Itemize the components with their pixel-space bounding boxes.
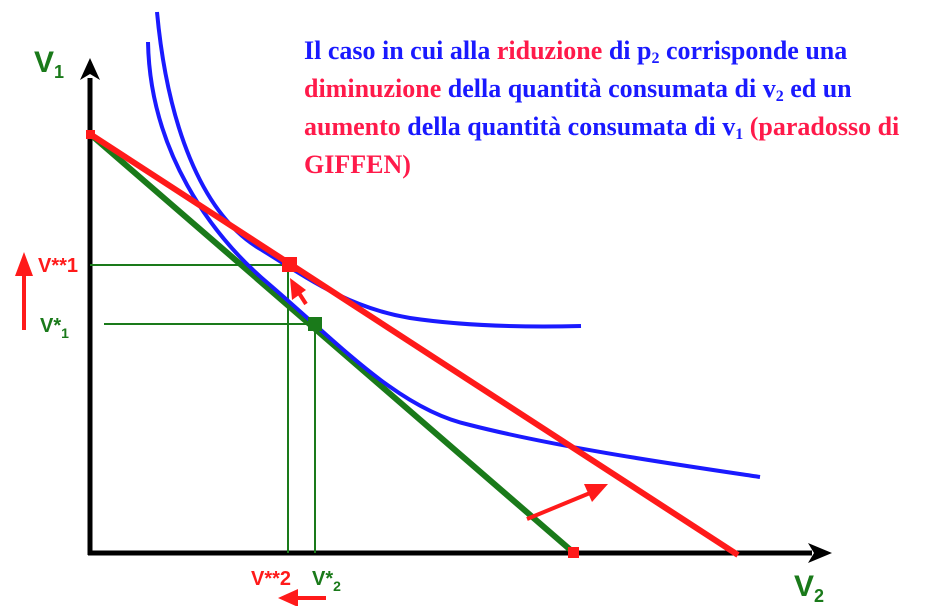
diagram-caption: Il caso in cui alla riduzione di p2 corr… xyxy=(304,36,900,179)
y-axis-arrowhead xyxy=(80,58,100,80)
red-arrows xyxy=(15,252,608,606)
new-equilibrium-point xyxy=(282,257,297,272)
new-budget-intercept-marker xyxy=(86,130,95,139)
original-budget-line xyxy=(88,131,576,556)
x-axis-arrowhead xyxy=(808,543,832,563)
v1-old-label: V*1 xyxy=(40,315,69,341)
guide-lines xyxy=(90,264,316,553)
v1-new-label: V**1 xyxy=(38,255,78,277)
original-equilibrium-point xyxy=(308,317,322,331)
indifference-curve-lower xyxy=(146,41,761,479)
v2-old-label: V*2 xyxy=(312,568,341,594)
x-axis-label: V2 xyxy=(794,570,824,606)
y-axis-label: V1 xyxy=(34,46,64,82)
original-budget-intercept-marker xyxy=(568,547,579,558)
v2-new-label: V**2 xyxy=(251,568,291,590)
new-budget-line xyxy=(88,131,740,558)
